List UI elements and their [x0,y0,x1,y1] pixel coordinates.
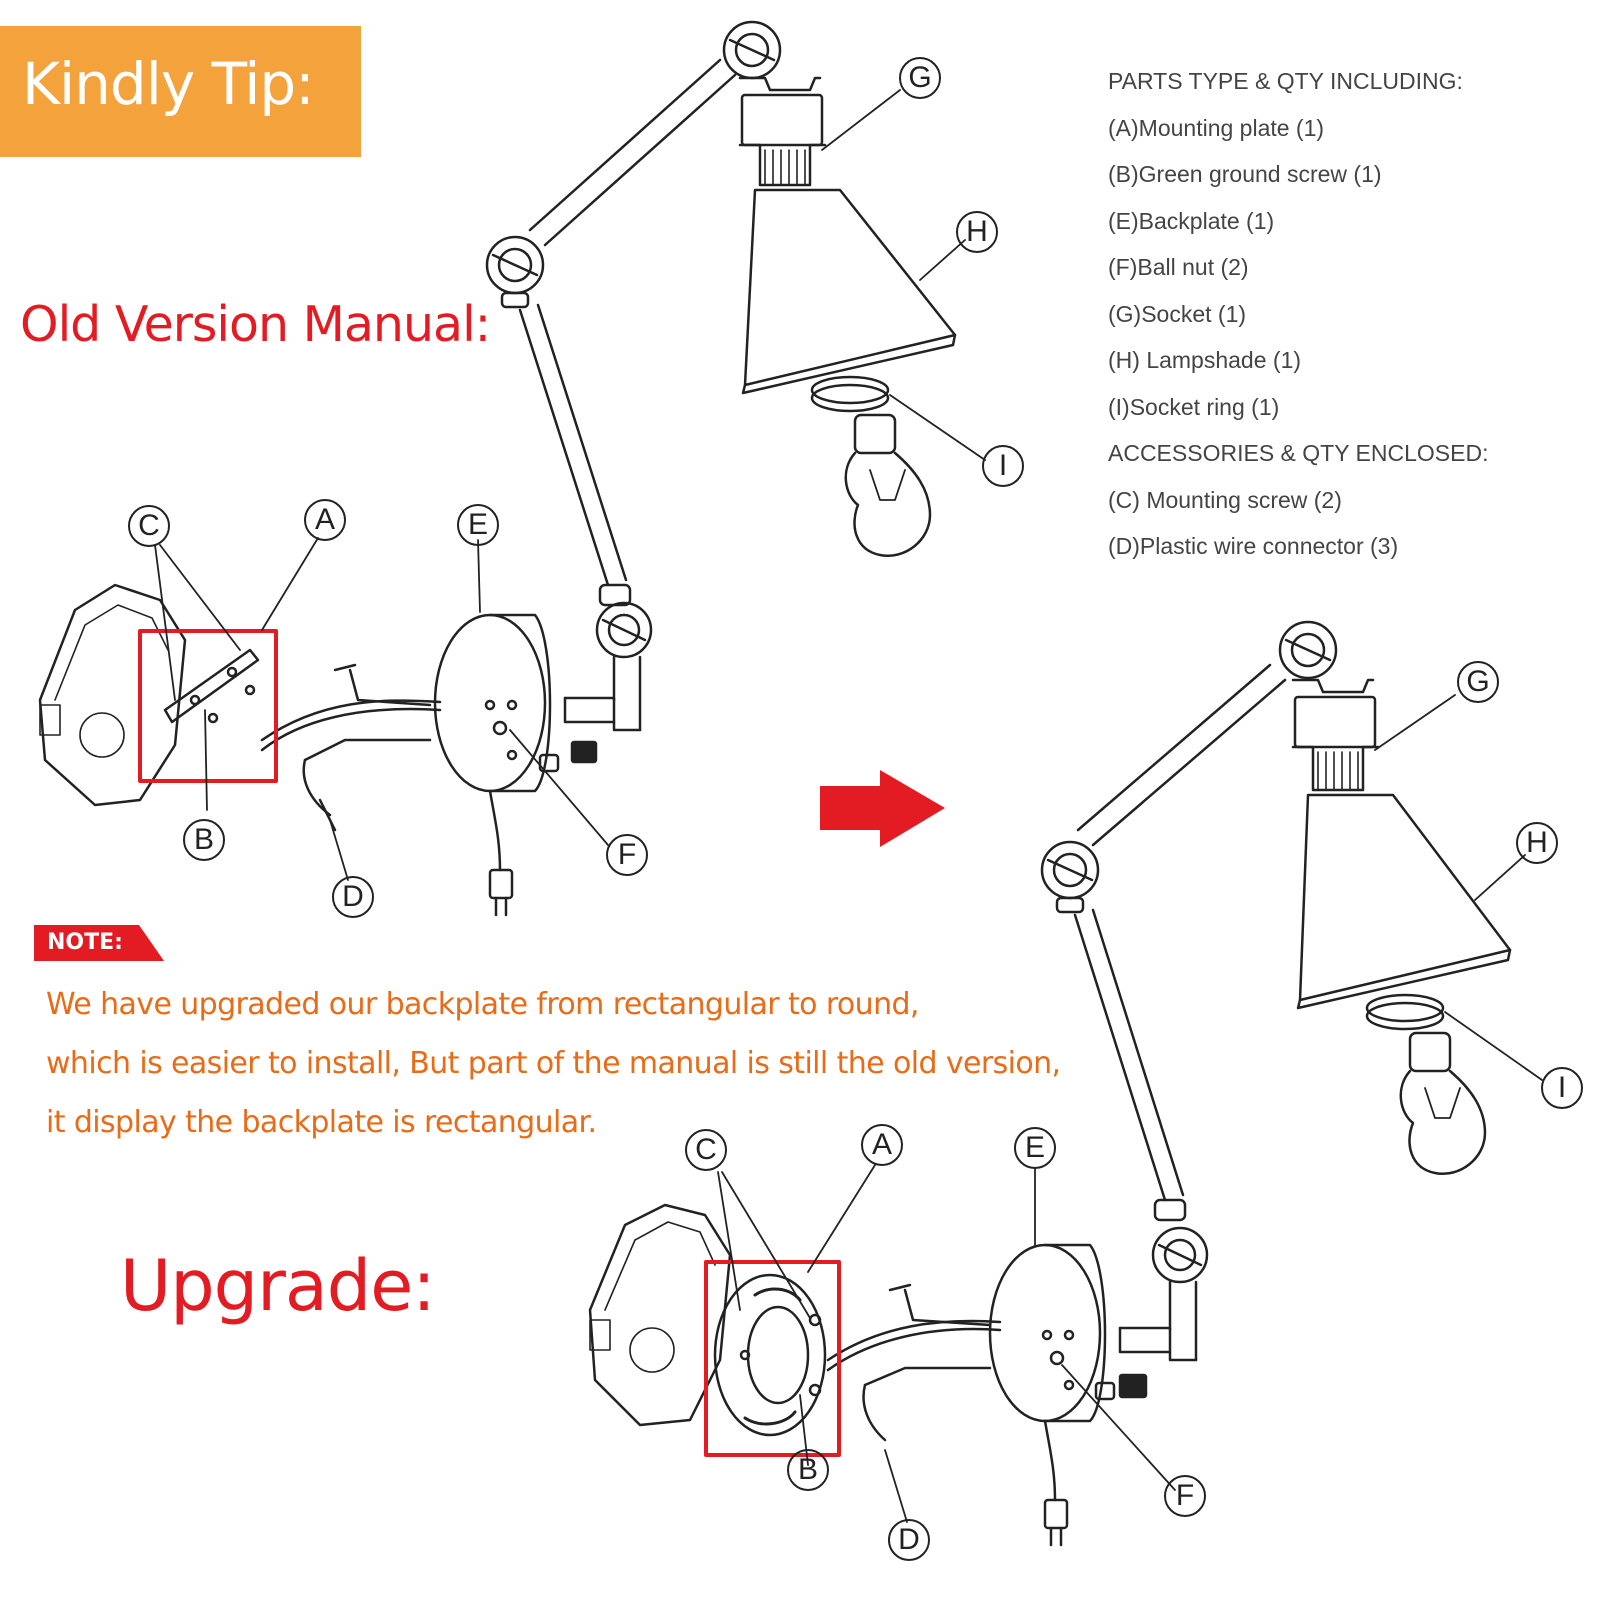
old-version-title: Old Version Manual: [20,296,491,353]
kindly-tip-label: Kindly Tip: [22,50,315,118]
new-highlight-box [704,1260,841,1457]
callout-b-new: B [797,1453,818,1486]
callout-i-old: I [998,449,1008,482]
callout-d-new: D [898,1523,920,1556]
parts-item: (G)Socket (1) [1108,300,1247,327]
callout-c-old: C [138,509,160,542]
callout-h-new: H [1526,826,1548,859]
parts-item: (H) Lampshade (1) [1108,347,1302,373]
callout-h-old: H [966,215,988,248]
parts-item: (A)Mounting plate (1) [1108,114,1325,141]
parts-item: (D)Plastic wire connector (3) [1108,533,1399,559]
callout-i-new: I [1557,1071,1567,1104]
kindly-tip-box [0,26,361,157]
upgrade-title: Upgrade: [120,1245,436,1327]
note-line: which is easier to install, But part of … [46,1046,1061,1081]
callout-a-new: A [871,1128,892,1161]
note-badge [34,925,164,961]
parts-item: (I)Socket ring (1) [1108,393,1280,420]
parts-item: (F)Ball nut (2) [1108,254,1249,280]
parts-item: (C) Mounting screw (2) [1108,486,1342,513]
callout-f-new: F [1175,1479,1195,1512]
callout-e-old: E [467,508,488,541]
callout-b-old: B [193,823,214,856]
note-text: We have upgraded our backplate from rect… [46,975,1061,1152]
note-badge-label: NOTE: [47,930,123,955]
callout-g-new: G [1466,665,1490,698]
old-lamp-illustration [38,20,957,917]
callout-d-old: D [342,880,364,913]
callout-g-old: G [908,61,932,94]
callout-e-new: E [1024,1131,1045,1164]
parts-heading: PARTS TYPE & QTY INCLUDING: [1108,68,1463,94]
upgrade-arrow [820,770,945,847]
parts-list: PARTS TYPE & QTY INCLUDING: (A)Mounting … [1108,64,1488,576]
accessories-heading: ACCESSORIES & QTY ENCLOSED: [1108,440,1489,466]
parts-item: (B)Green ground screw (1) [1108,161,1382,187]
callout-a-old: A [314,503,335,536]
callout-f-old: F [617,838,637,871]
callout-c-new: C [695,1133,717,1166]
note-line: We have upgraded our backplate from rect… [46,987,919,1022]
note-line: it display the backplate is rectangular. [46,1105,597,1140]
parts-item: (E)Backplate (1) [1108,207,1275,234]
new-lamp-illustration [588,620,1512,1547]
old-highlight-box [138,629,278,783]
